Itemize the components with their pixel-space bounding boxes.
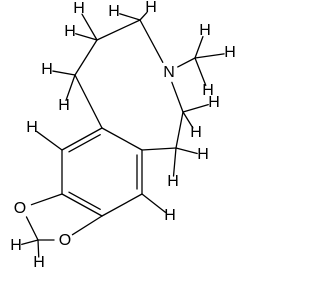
hydrogen-bond-c9 (119, 13, 141, 21)
hydrogen-bond-c12 (172, 147, 177, 177)
bond-n-c10 (177, 57, 196, 68)
hydrogen-bond-c7 (52, 70, 76, 76)
hydrogen-bond-a4 (141, 193, 166, 213)
atom-label-nitrogen: N (163, 64, 175, 81)
bond-c9-n (139, 19, 164, 63)
hydrogen-bond-c11 (182, 104, 209, 113)
hydrogen-bond-c13 (21, 239, 39, 246)
bond-layer (25, 19, 196, 241)
hydrogen-bond-c11 (182, 111, 194, 129)
bond-n-c11 (171, 81, 184, 113)
hydrogen-label: H (41, 61, 53, 78)
bond-c8-c9 (96, 19, 141, 41)
hydrogen-label: H (10, 237, 22, 254)
hydrogen-label: H (33, 254, 45, 271)
hydrogen-label: H (64, 23, 76, 40)
double-bond-a5-a6 (68, 191, 101, 210)
bond-o1-c13 (25, 216, 39, 241)
bond-a5-o2 (71, 215, 103, 236)
bond-a2-a3 (101, 127, 143, 151)
hydrogen-label: H (197, 146, 209, 163)
hydrogen-bond-layer (21, 11, 225, 258)
hydrogen-label: H (208, 94, 220, 111)
hydrogen-bond-c7 (65, 74, 76, 101)
bond-a5-a6 (61, 193, 103, 217)
hydrogen-label: H (108, 3, 120, 20)
bond-a4-a5 (101, 193, 143, 217)
hydrogen-label: H (164, 207, 176, 224)
hydrogen-bond-c8 (75, 33, 98, 41)
hydrogen-label: H (224, 44, 235, 61)
hydrogen-label: H (167, 173, 179, 190)
hydrogen-label: H (190, 124, 202, 141)
bond-c11-c12 (175, 111, 184, 149)
hydrogen-bond-c8 (81, 13, 98, 41)
double-bond-a1-a2 (68, 134, 101, 153)
hydrogen-bond-c12 (175, 147, 198, 155)
atom-label-layer: N O O (14, 64, 175, 249)
hydrogen-label: H (58, 97, 70, 114)
hydrogen-bond-a1 (36, 130, 63, 151)
hydrogen-bond-c10 (194, 53, 225, 59)
hydrogen-label: H (26, 119, 38, 136)
hydrogen-label: H (73, 0, 85, 17)
hydrogen-label: H (145, 0, 157, 16)
bond-a2-c7 (74, 74, 103, 129)
bond-c12-a3 (141, 147, 177, 151)
atom-label-oxygen-upper: O (14, 200, 26, 217)
bond-a1-a2 (61, 127, 103, 151)
hydrogen-bond-c13 (37, 239, 40, 258)
hydrogen-bond-c9 (139, 11, 148, 21)
hydrogen-bond-c10 (194, 35, 204, 59)
atom-label-oxygen-lower: O (59, 232, 71, 249)
hydrogen-label: H (202, 82, 214, 99)
bond-c7-c8 (74, 39, 98, 76)
bond-a6-o1 (30, 193, 63, 206)
hydrogen-label: H (199, 22, 211, 39)
hydrogen-bond-c10 (194, 57, 207, 87)
